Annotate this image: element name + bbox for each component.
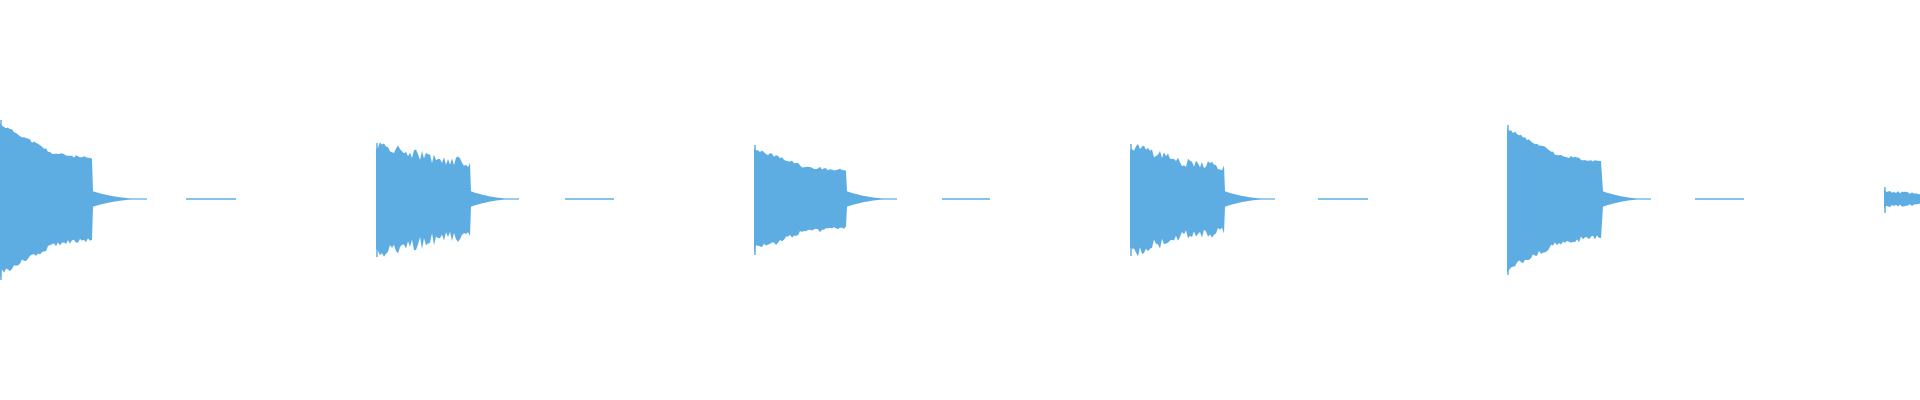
waveform-clip-4[interactable]: [1130, 143, 1368, 257]
waveform-burst: [376, 142, 519, 257]
waveform-burst: [1130, 143, 1275, 257]
waveform-clip-1[interactable]: [0, 120, 236, 280]
waveform-clip-6[interactable]: [1884, 187, 1920, 213]
waveform-clip-2[interactable]: [376, 142, 614, 257]
waveform-burst: [0, 123, 147, 278]
waveform-burst: [1507, 129, 1651, 273]
waveform-burst: [754, 148, 897, 252]
waveform-clip-3[interactable]: [754, 145, 990, 255]
waveform-clip-5[interactable]: [1507, 125, 1744, 275]
waveform-burst: [1884, 189, 1920, 209]
